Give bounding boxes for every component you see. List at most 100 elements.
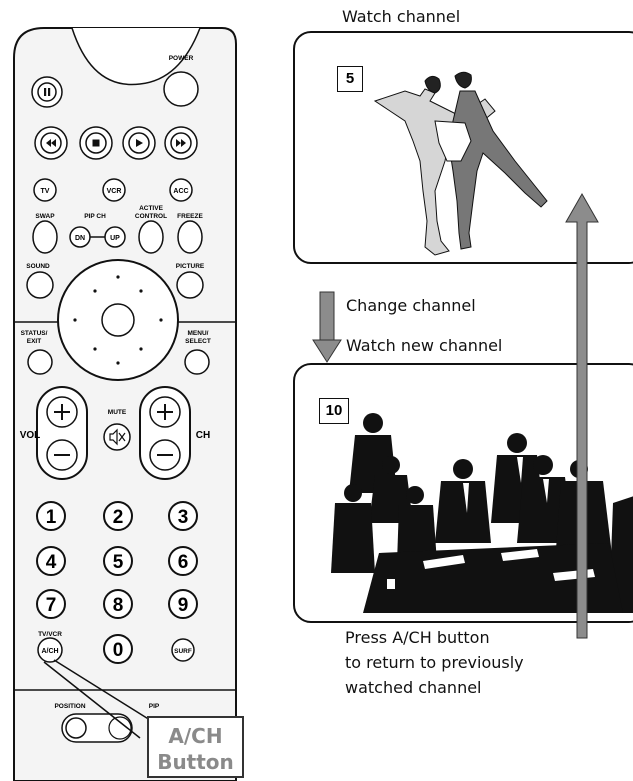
callout-line-2: Button <box>157 750 234 774</box>
position-label: POSITION <box>54 703 85 710</box>
svg-text:VCR: VCR <box>107 188 122 195</box>
instruction-line-2: to return to previously <box>345 653 524 672</box>
freeze-label: FREEZE <box>177 213 203 220</box>
svg-text:4: 4 <box>46 552 57 573</box>
plus-icon <box>54 404 70 420</box>
digit-button-2[interactable]: 2 <box>103 501 133 531</box>
digit-button-4[interactable]: 4 <box>36 546 66 576</box>
channel-down-button[interactable] <box>149 439 181 471</box>
menu-select-button[interactable] <box>184 349 210 375</box>
channel-number-1: 5 <box>337 66 363 92</box>
svg-text:ACC: ACC <box>173 188 188 195</box>
digit-button-5[interactable]: 5 <box>103 546 133 576</box>
swap-button[interactable] <box>32 220 58 254</box>
svg-text:SURF: SURF <box>174 648 192 655</box>
svg-text:DN: DN <box>75 235 85 242</box>
acc-button[interactable]: ACC <box>169 178 193 202</box>
volume-up-button[interactable] <box>46 396 78 428</box>
rewind-icon <box>46 139 56 147</box>
status-exit-button[interactable] <box>27 349 53 375</box>
freeze-button[interactable] <box>177 220 203 254</box>
volume-down-button[interactable] <box>46 439 78 471</box>
svg-text:A/CH: A/CH <box>41 648 58 655</box>
tv-screen-2: 10 <box>293 363 633 623</box>
rewind-button[interactable] <box>34 126 68 160</box>
pip-label: PIP <box>149 703 160 710</box>
pause-button[interactable] <box>31 76 63 108</box>
return-channel-arrow <box>565 192 599 639</box>
play-button[interactable] <box>122 126 156 160</box>
digit-button-8[interactable]: 8 <box>103 589 133 619</box>
digit-button-1[interactable]: 1 <box>36 501 66 531</box>
power-label: POWER <box>169 55 194 62</box>
svg-text:0: 0 <box>113 640 124 661</box>
business-meeting-illustration <box>331 413 633 613</box>
a-ch-button-callout: A/CH Button <box>147 716 244 778</box>
channel-up-button[interactable] <box>149 396 181 428</box>
digit-button-3[interactable]: 3 <box>168 501 198 531</box>
digit-button-7[interactable]: 7 <box>36 589 66 619</box>
tv-vcr-label: TV/VCR <box>38 631 62 638</box>
vcr-button[interactable]: VCR <box>102 178 126 202</box>
mute-icon <box>109 428 126 446</box>
svg-text:6: 6 <box>178 552 189 573</box>
pip-button[interactable] <box>108 716 132 740</box>
plus-icon <box>157 404 173 420</box>
pip-ch-up-button[interactable]: UP <box>104 226 126 248</box>
svg-text:9: 9 <box>178 595 189 616</box>
change-channel-caption: Change channel <box>346 296 476 315</box>
svg-text:TV: TV <box>41 188 50 195</box>
tv-screen-1: 5 <box>293 31 633 264</box>
instruction-line-1: Press A/CH button <box>345 628 490 647</box>
cursor-direction-dots <box>73 275 163 365</box>
status-exit-label-2: EXIT <box>27 338 41 345</box>
change-channel-arrow <box>312 291 342 363</box>
pip-ch-down-button[interactable]: DN <box>69 226 91 248</box>
svg-text:8: 8 <box>113 595 124 616</box>
surf-button[interactable]: SURF <box>171 638 195 662</box>
instruction-line-3: watched channel <box>345 678 482 697</box>
menu-select-label-1: MENU/ <box>188 330 209 337</box>
mute-label: MUTE <box>108 409 127 416</box>
active-control-label-1: ACTIVE <box>139 205 164 212</box>
sound-label: SOUND <box>26 263 50 270</box>
digit-button-6[interactable]: 6 <box>168 546 198 576</box>
svg-text:3: 3 <box>178 507 189 528</box>
svg-text:7: 7 <box>46 595 57 616</box>
svg-text:5: 5 <box>113 552 124 573</box>
swap-label: SWAP <box>35 213 55 220</box>
pause-icon <box>44 88 51 96</box>
status-exit-label-1: STATUS/ <box>21 330 48 337</box>
vol-label: VOL <box>20 430 41 441</box>
callout-pointer <box>43 659 151 739</box>
svg-text:UP: UP <box>110 235 120 242</box>
tv-button[interactable]: TV <box>33 178 57 202</box>
mute-button[interactable] <box>103 423 131 451</box>
stop-icon <box>92 139 100 147</box>
sound-button[interactable] <box>26 271 54 299</box>
watch-channel-caption: Watch channel <box>342 7 461 26</box>
svg-text:1: 1 <box>46 507 57 528</box>
menu-select-label-2: SELECT <box>185 338 211 345</box>
active-control-label-2: CONTROL <box>135 213 167 220</box>
play-icon <box>136 139 143 147</box>
picture-button[interactable] <box>176 271 204 299</box>
fast-forward-button[interactable] <box>164 126 198 160</box>
picture-label: PICTURE <box>176 263 205 270</box>
ch-label: CH <box>196 430 210 441</box>
svg-text:2: 2 <box>113 507 124 528</box>
center-button[interactable] <box>101 303 135 337</box>
a-ch-button[interactable]: A/CH <box>37 637 63 663</box>
watch-new-channel-caption: Watch new channel <box>346 336 503 355</box>
channel-number-2: 10 <box>319 398 349 424</box>
active-control-button[interactable] <box>138 220 164 254</box>
pip-ch-label: PIP CH <box>84 213 106 220</box>
fast-forward-icon <box>176 139 186 147</box>
stop-button[interactable] <box>79 126 113 160</box>
ice-skaters-illustration <box>373 71 548 256</box>
callout-line-1: A/CH <box>168 724 223 748</box>
digit-button-0[interactable]: 0 <box>103 634 133 664</box>
power-button[interactable] <box>163 71 199 107</box>
digit-button-9[interactable]: 9 <box>168 589 198 619</box>
